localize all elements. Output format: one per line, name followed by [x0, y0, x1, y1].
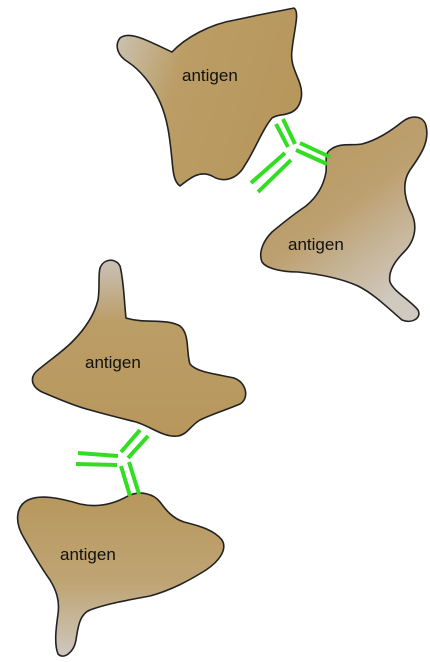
antigen-4: antigen: [18, 493, 224, 656]
antigen-4-shape: [18, 493, 224, 656]
antigen-2-shape: [261, 117, 427, 321]
antigen-3: antigen: [32, 260, 245, 436]
antigen-4-label: antigen: [60, 545, 116, 564]
antigen-2-label: antigen: [288, 235, 344, 254]
antigen-3-shape: [32, 260, 245, 436]
antigen-1: antigen: [117, 8, 301, 186]
antigen-3-label: antigen: [85, 353, 141, 372]
antigen-1-shape: [117, 8, 301, 186]
antigen-2: antigen: [261, 117, 427, 321]
antibody-2: [76, 430, 148, 496]
antigen-1-label: antigen: [182, 66, 238, 85]
